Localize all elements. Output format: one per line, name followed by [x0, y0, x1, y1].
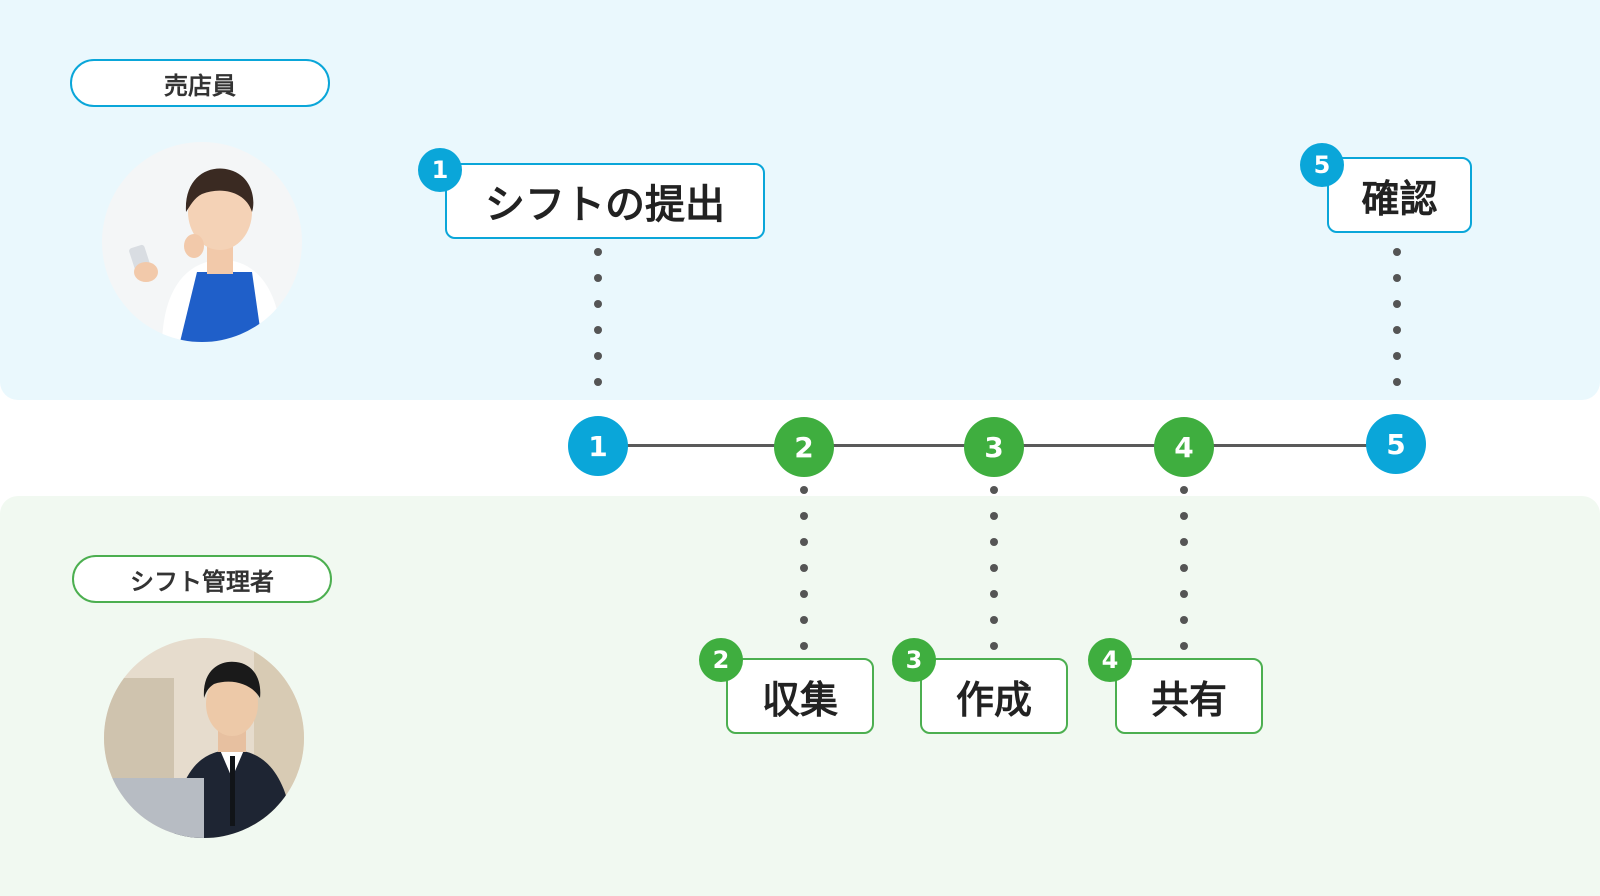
step-box-submit-shift: シフトの提出: [445, 163, 765, 239]
timeline-node-4: 4: [1154, 417, 1214, 477]
connector-dots-4: [1180, 486, 1188, 668]
step-label: シフトの提出: [485, 182, 725, 228]
step-box-create: 作成: [920, 658, 1068, 734]
step-box-confirm: 確認: [1327, 157, 1472, 233]
connector-dots-1: [594, 248, 602, 404]
step-label: 収集: [761, 677, 838, 722]
step-badge-4: 4: [1088, 638, 1132, 682]
timeline-node-3: 3: [964, 417, 1024, 477]
connector-dots-3: [990, 486, 998, 668]
step-label: 共有: [1150, 677, 1227, 722]
step-badge-5: 5: [1300, 143, 1344, 187]
role-label-shop-staff: 売店員: [70, 59, 330, 107]
role-label-shift-manager: シフト管理者: [72, 555, 332, 603]
connector-dots-2: [800, 486, 808, 668]
step-badge-1: 1: [418, 148, 462, 192]
step-box-collect: 収集: [726, 658, 874, 734]
connector-dots-5: [1393, 248, 1401, 404]
step-badge-3: 3: [892, 638, 936, 682]
step-badge-2: 2: [699, 638, 743, 682]
timeline-node-5: 5: [1366, 414, 1426, 474]
timeline-node-2: 2: [774, 417, 834, 477]
shift-manager-avatar: [104, 638, 304, 838]
step-label: 確認: [1361, 176, 1438, 221]
shop-staff-avatar: [102, 142, 302, 342]
timeline-node-1: 1: [568, 416, 628, 476]
step-box-share: 共有: [1115, 658, 1263, 734]
step-label: 作成: [955, 677, 1032, 722]
